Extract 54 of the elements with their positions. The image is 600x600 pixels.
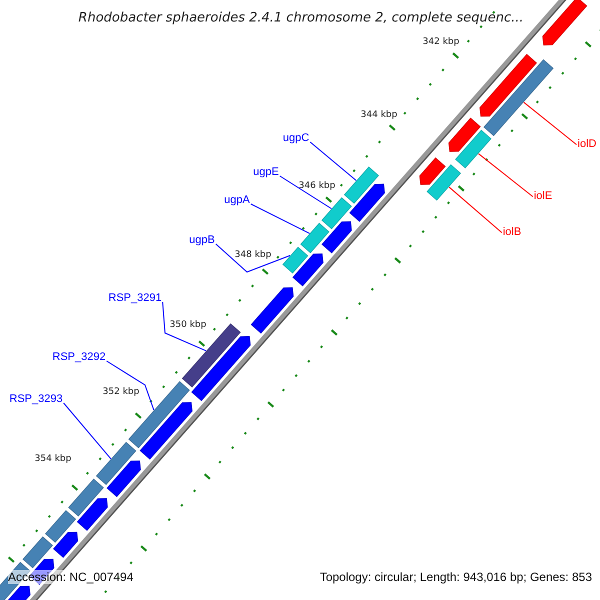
gene-block (68, 478, 104, 517)
leader-line (448, 186, 502, 234)
gene-block (106, 460, 141, 498)
gene-block (282, 246, 308, 274)
gene-block (53, 532, 78, 558)
gene-label: ugpB (189, 234, 215, 246)
leader-line (478, 153, 534, 198)
gene-block (448, 118, 481, 152)
leader-line (63, 402, 112, 460)
gene-block (76, 498, 108, 531)
accession-text: Accession: NC_007494 (8, 570, 134, 584)
leader-line (250, 204, 310, 234)
leader-line (279, 176, 332, 210)
gene-label: iolE (534, 190, 552, 202)
gene-block (140, 402, 192, 460)
leader-line (523, 102, 578, 146)
scale-label: 348 kbp (234, 250, 272, 260)
scale-label: 354 kbp (34, 454, 72, 464)
scale-label: 350 kbp (170, 320, 206, 330)
gene-label: RSP_3291 (108, 292, 162, 304)
gene-label: iolD (578, 138, 596, 150)
gene-block (292, 254, 324, 286)
gene-block (542, 0, 588, 46)
gene-block (300, 222, 330, 254)
leader-line (162, 302, 207, 352)
gene-label: ugpE (253, 166, 279, 178)
gene-block (191, 336, 251, 402)
gene-block (250, 287, 294, 334)
gene-block (321, 197, 352, 230)
gene-label: ugpA (224, 194, 250, 206)
leader-line (215, 244, 291, 273)
gene-block (322, 221, 352, 254)
leader-line (310, 142, 357, 181)
scale-label: 346 kbp (298, 181, 336, 191)
gene-label: iolB (502, 226, 522, 238)
leader-line (106, 360, 154, 411)
gene-label: ugpC (282, 132, 310, 144)
gene-block (480, 54, 537, 117)
genome-info-text: Topology: circular; Length: 943,016 bp; Genes: 853 (320, 570, 592, 584)
scale-label: 352 kbp (102, 387, 140, 397)
gene-block (22, 536, 53, 568)
gene-block (419, 157, 446, 185)
gene-block (344, 166, 379, 204)
gene-block (426, 164, 462, 201)
title: Rhodobacter sphaeroides 2.4.1 chromosome 2, complete sequenc... (78, 10, 524, 26)
gene-block (349, 184, 385, 222)
scale-label: 344 kbp (360, 110, 398, 120)
gene-block (455, 130, 492, 168)
gene-label: RSP_3292 (52, 351, 106, 363)
gene-block (484, 59, 554, 136)
gene-label: RSP_3293 (9, 393, 63, 405)
gene-block (96, 442, 136, 486)
scale-label: 342 kbp (422, 37, 460, 47)
gene-block (45, 510, 76, 543)
